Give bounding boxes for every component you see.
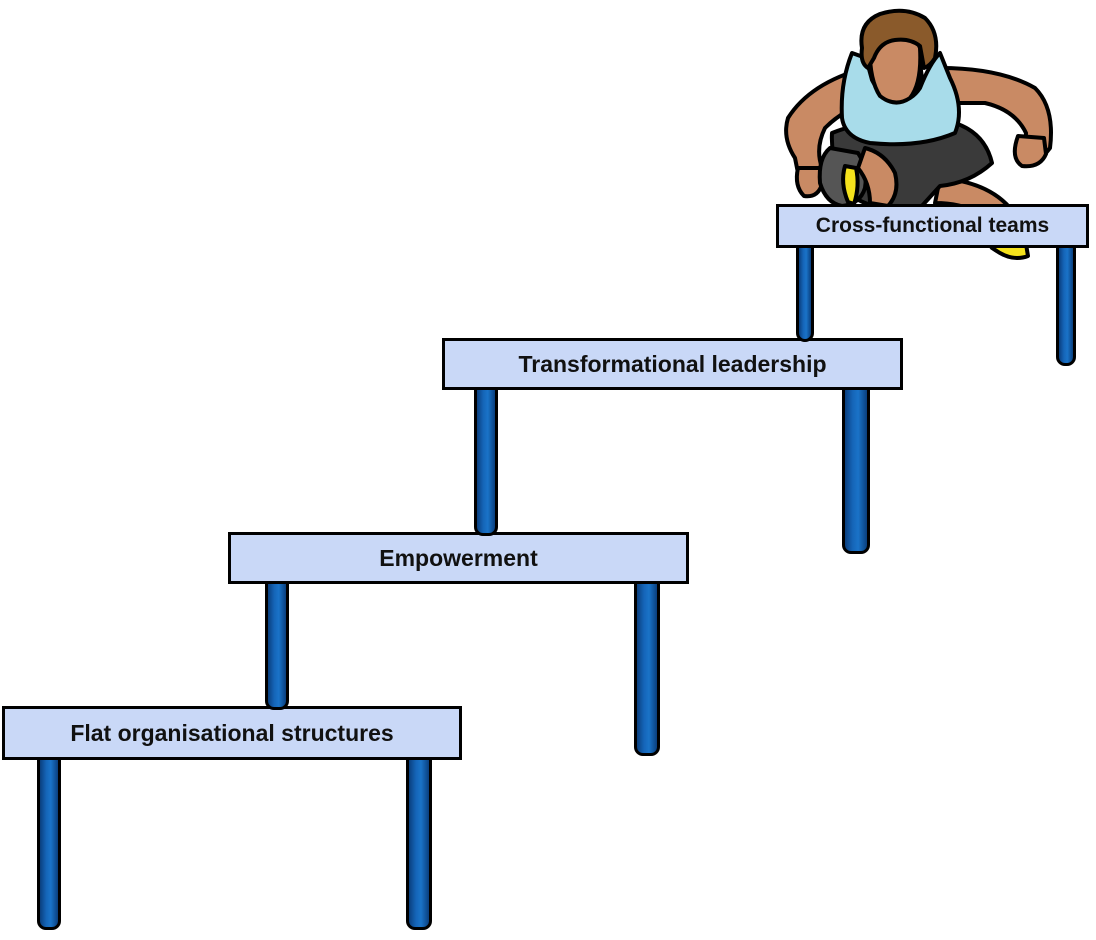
hurdle-bar-label: Flat organisational structures — [2, 706, 462, 760]
hurdle-bar-label: Empowerment — [228, 532, 689, 584]
hurdle-bar-cross-functional-teams: Cross-functional teams — [776, 204, 1089, 248]
hurdle-leg-left — [265, 580, 289, 710]
hurdle-leg-right — [842, 384, 870, 554]
hurdle-bar-label: Transformational leadership — [442, 338, 903, 390]
hurdle-leg-left — [474, 384, 498, 536]
hurdle-leg-left — [37, 756, 61, 930]
hurdler-athlete-icon — [784, 8, 1053, 260]
hurdle-leg-right — [406, 756, 432, 930]
hurdle-leg-right — [634, 580, 660, 756]
